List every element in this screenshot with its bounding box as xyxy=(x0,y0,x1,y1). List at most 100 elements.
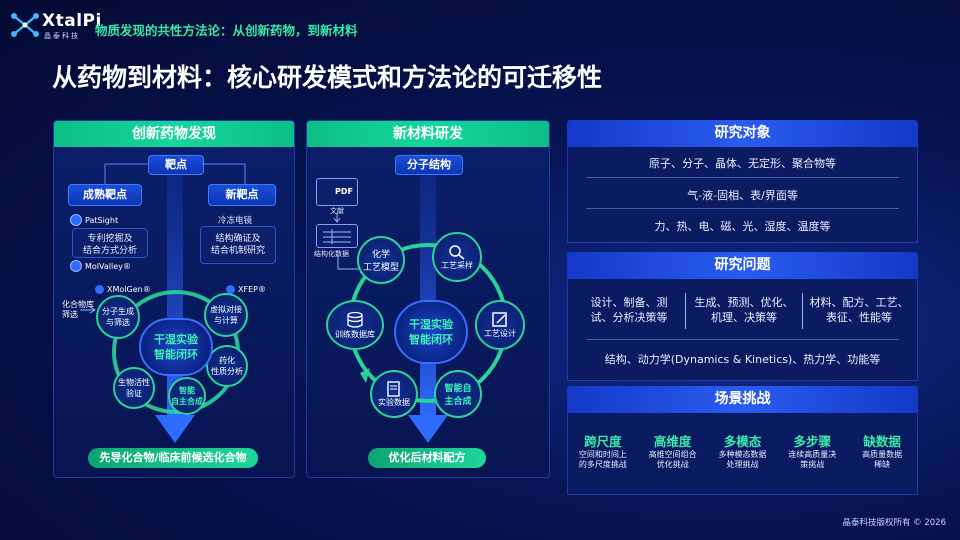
problem-bottom-line: 结构、动力学(Dynamics & Kinetics)、热力学、功能等 xyxy=(604,353,881,366)
edit-icon xyxy=(492,311,507,327)
new-target-label: 新靶点 xyxy=(208,184,276,206)
cryo-em-label: 冷冻电镜 xyxy=(218,216,253,226)
scenario-item: 高维度 高维空间组合 优化挑战 xyxy=(641,431,705,470)
drug-core-loop: 干湿实验 智能闭环 xyxy=(139,318,213,376)
core-line: 干湿实验 xyxy=(154,333,198,346)
node-pharm: 药化 性质分析 xyxy=(206,345,248,387)
table-doc-icon xyxy=(316,224,358,248)
research-object-line: 原子、分子、晶体、无定形、聚合物等 xyxy=(649,157,836,170)
scenario-desc: 高质量数据 xyxy=(862,450,903,459)
scenario-item: 多步骤 连续高质量决 策挑战 xyxy=(780,431,844,470)
node-process-collect: 工艺采样 xyxy=(432,232,482,282)
drug-result-label: 先导化合物/临床前候选化合物 xyxy=(88,448,258,468)
scenario-panel: 场景挑战 跨尺度 空间和时间上 的多尺度挑战 高维度 高维空间组合 优化挑战 多… xyxy=(567,386,918,495)
material-core-loop: 干湿实验 智能闭环 xyxy=(394,300,468,364)
node-line: 与计算 xyxy=(214,316,238,325)
node-line: 生物活性 xyxy=(118,378,150,387)
patsight-icon xyxy=(70,214,82,226)
scenario-desc: 高维空间组合 xyxy=(648,450,697,459)
pdf-label: PDF xyxy=(335,187,353,196)
xfep-tag: XFEP® xyxy=(226,285,266,294)
brand-logo xyxy=(10,12,40,38)
scenario-item: 多模态 多种模态数据 处理挑战 xyxy=(710,431,774,470)
scenario-desc: 的多尺度挑战 xyxy=(578,460,627,469)
problem-line: 机理、决策等 xyxy=(711,311,777,324)
down-arrow-icon xyxy=(333,213,341,223)
core-line: 干湿实验 xyxy=(409,318,453,331)
material-result-label: 优化后材料配方 xyxy=(368,448,486,468)
xfep-label: XFEP® xyxy=(238,285,266,294)
problem-line: 试、分析决策等 xyxy=(590,311,668,324)
xtalpi-logo-icon xyxy=(11,13,39,37)
page-title: 从药物到材料：核心研发模式和方法论的可迁移性 xyxy=(52,63,603,92)
molvalley-label: MolValley® xyxy=(85,261,131,271)
divider xyxy=(586,208,899,209)
node-line: 主合成 xyxy=(444,397,472,407)
xmolgen-icon xyxy=(95,285,104,294)
node-exp-data: 实验数据 xyxy=(370,370,418,418)
structured-data-label: 结构化数据 xyxy=(314,250,349,258)
literature-label: 文献 xyxy=(330,207,344,215)
scenario-desc: 稀缺 xyxy=(874,460,891,469)
compound-library-label: 化合物库 筛选 xyxy=(62,300,94,320)
brand-name: XtalPi xyxy=(42,11,102,31)
problem-col-3: 材料、配方、工艺、 表征、性能等 xyxy=(803,295,915,325)
structure-research-box: 结构确证及 结合机制研究 xyxy=(200,226,276,264)
scenario-head: 场景挑战 xyxy=(567,386,918,413)
node-bio-verify: 生物活性 验证 xyxy=(113,367,155,409)
page-subtitle: 物质发现的共性方法论：从创新药物，到新材料 xyxy=(95,23,358,38)
scenario-item: 跨尺度 空间和时间上 的多尺度挑战 xyxy=(571,431,635,470)
research-object-body: 原子、分子、晶体、无定形、聚合物等 气-液-固相、表/界面等 力、热、电、磁、光… xyxy=(567,147,918,243)
scenario-item: 缺数据 高质量数据 稀缺 xyxy=(850,431,914,470)
document-icon xyxy=(387,380,400,397)
mature-target-label: 成熟靶点 xyxy=(68,184,142,206)
problem-line: 生成、预测、优化、 xyxy=(694,296,794,309)
node-line: 与筛选 xyxy=(106,318,130,327)
node-line: 实验数据 xyxy=(378,397,410,407)
research-problem-panel: 研究问题 设计、制备、测 试、分析决策等 生成、预测、优化、 机理、决策等 材料… xyxy=(567,252,918,381)
node-train-db: 训练数据库 xyxy=(326,300,384,350)
scenario-desc: 空间和时间上 xyxy=(578,450,627,459)
scenario-title: 多步骤 xyxy=(793,434,832,449)
node-line: 化学 xyxy=(371,250,390,260)
node-line: 工艺模型 xyxy=(362,263,399,273)
database-icon xyxy=(347,311,363,328)
scenario-desc: 连续高质量决 xyxy=(788,450,837,459)
patsight-tag: PatSight xyxy=(70,214,118,226)
node-virtual-dock: 虚拟对接 与计算 xyxy=(204,293,248,337)
xmolgen-tag: XMolGen® xyxy=(95,285,151,294)
molvalley-tag: MolValley® xyxy=(70,260,131,272)
scenario-title: 多模态 xyxy=(723,434,762,449)
research-object-head: 研究对象 xyxy=(567,120,918,147)
scenario-body: 跨尺度 空间和时间上 的多尺度挑战 高维度 高维空间组合 优化挑战 多模态 多种… xyxy=(567,413,918,495)
scenario-title: 缺数据 xyxy=(863,434,901,449)
xmolgen-label: XMolGen® xyxy=(107,285,151,294)
research-problem-body: 设计、制备、测 试、分析决策等 生成、预测、优化、 机理、决策等 材料、配方、工… xyxy=(567,279,918,381)
library-line: 化合物库 xyxy=(62,300,94,309)
node-gen-screen: 分子生成 与筛选 xyxy=(96,295,140,339)
node-auto-synth: 智能 自主合成 xyxy=(168,377,206,415)
research-problem-head: 研究问题 xyxy=(567,252,918,279)
divider xyxy=(586,177,899,178)
research-object-panel: 研究对象 原子、分子、晶体、无定形、聚合物等 气-液-固相、表/界面等 力、热、… xyxy=(567,120,918,243)
patent-box-line: 结合方式分析 xyxy=(82,246,137,256)
structure-box-line: 结合机制研究 xyxy=(210,246,265,256)
core-line: 智能闭环 xyxy=(154,348,198,361)
scenario-desc: 优化挑战 xyxy=(656,460,689,469)
library-arrow-icon xyxy=(80,306,96,314)
magnifier-gear-icon xyxy=(449,244,465,260)
problem-line: 材料、配方、工艺、 xyxy=(809,296,909,309)
col-divider xyxy=(802,293,803,329)
research-object-line: 力、热、电、磁、光、湿度、温度等 xyxy=(654,220,831,233)
library-line: 筛选 xyxy=(62,310,78,319)
node-chem-model: 化学 工艺模型 xyxy=(357,236,405,284)
node-line: 验证 xyxy=(126,389,142,398)
scenario-title: 跨尺度 xyxy=(584,434,622,449)
node-line: 智能 xyxy=(179,386,195,395)
scenario-title: 高维度 xyxy=(653,434,692,449)
copyright-footer: 晶泰科技版权所有 © 2026 xyxy=(842,518,946,528)
node-line: 工艺设计 xyxy=(484,328,516,338)
molecular-structure-label: 分子结构 xyxy=(395,155,463,175)
molvalley-icon xyxy=(70,260,82,272)
node-line: 虚拟对接 xyxy=(210,305,242,314)
